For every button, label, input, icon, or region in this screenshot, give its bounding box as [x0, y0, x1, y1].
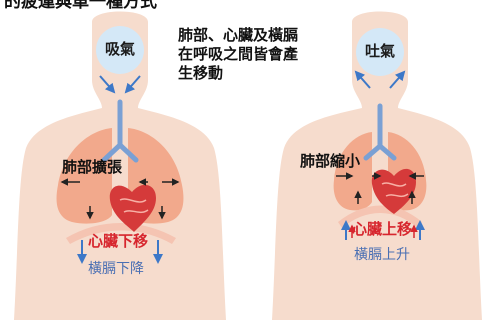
exhale-bubble-label: 吐氣 [365, 44, 395, 59]
inhale-diaphragm-label: 橫膈下降 [88, 262, 144, 276]
intro-line-1: 肺部、心臟及橫膈 [178, 26, 298, 45]
exhale-heart-label: 心臟上移 [352, 222, 412, 237]
intro-line-2: 在呼吸之間皆會產 [178, 45, 298, 64]
intro-line-3: 生移動 [178, 64, 298, 83]
inhale-heart-label: 心臟下移 [88, 234, 148, 249]
intro-text: 肺部、心臟及橫膈 在呼吸之間皆會產 生移動 [178, 26, 298, 83]
top-cut-text: 的疲運與車一種方式 [4, 0, 157, 11]
inhale-lung-label: 肺部擴張 [62, 160, 122, 175]
inhale-bubble-label: 吸氣 [105, 42, 135, 57]
exhale-lung-label: 肺部縮小 [300, 154, 360, 169]
exhale-diaphragm-label: 橫膈上升 [354, 248, 410, 262]
